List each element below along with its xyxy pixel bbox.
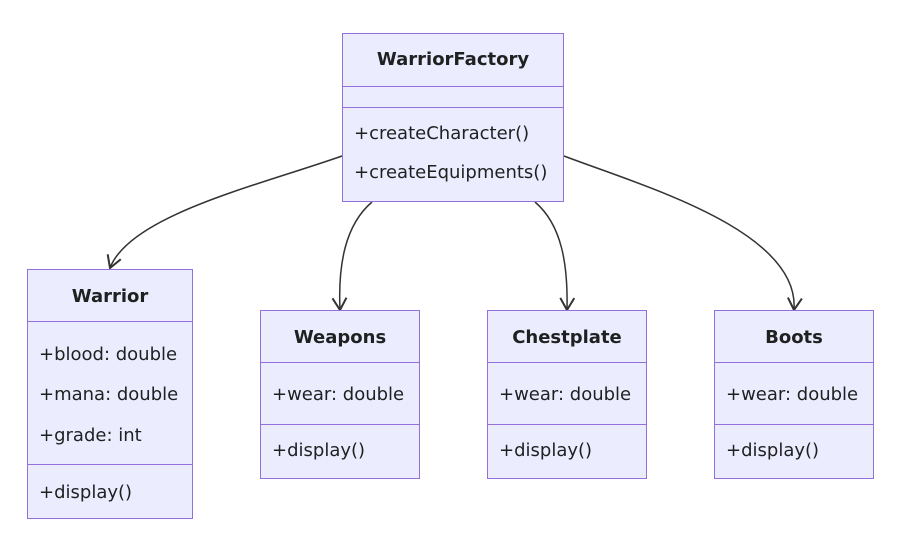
method: +display() xyxy=(272,440,366,461)
attribute: +mana: double xyxy=(39,384,179,405)
attribute: +wear: double xyxy=(726,384,859,405)
edge-factory-to-chestplate xyxy=(534,201,576,312)
class-name: Warrior xyxy=(71,286,149,307)
divider xyxy=(715,362,873,363)
divider xyxy=(28,321,192,322)
method: +display() xyxy=(726,440,820,461)
class-name: WarriorFactory xyxy=(376,49,530,70)
method: +createCharacter() xyxy=(354,123,530,144)
class-box-chestplate: Chestplate +wear: double +display() xyxy=(487,310,647,479)
edge-factory-to-boots xyxy=(563,155,803,312)
divider xyxy=(488,362,646,363)
class-box-weapons: Weapons +wear: double +display() xyxy=(260,310,420,479)
divider xyxy=(261,362,419,363)
edge-factory-to-weapons xyxy=(331,201,373,312)
divider xyxy=(28,464,192,465)
divider xyxy=(261,424,419,425)
edge-factory-to-warrior xyxy=(106,155,343,270)
divider xyxy=(488,424,646,425)
class-name: Chestplate xyxy=(512,327,622,348)
class-box-warrior: Warrior +blood: double +mana: double +gr… xyxy=(27,269,193,519)
class-name: Boots xyxy=(765,327,823,348)
method: +display() xyxy=(499,440,593,461)
class-box-warriorfactory: WarriorFactory +createCharacter() +creat… xyxy=(342,33,564,202)
method: +createEquipments() xyxy=(354,162,548,183)
method: +display() xyxy=(39,482,133,503)
divider xyxy=(343,107,563,108)
divider xyxy=(343,86,563,87)
class-box-boots: Boots +wear: double +display() xyxy=(714,310,874,479)
divider xyxy=(715,424,873,425)
class-name: Weapons xyxy=(293,327,387,348)
attribute: +blood: double xyxy=(39,344,178,365)
attribute: +wear: double xyxy=(272,384,405,405)
attribute: +grade: int xyxy=(39,425,142,446)
attribute: +wear: double xyxy=(499,384,632,405)
